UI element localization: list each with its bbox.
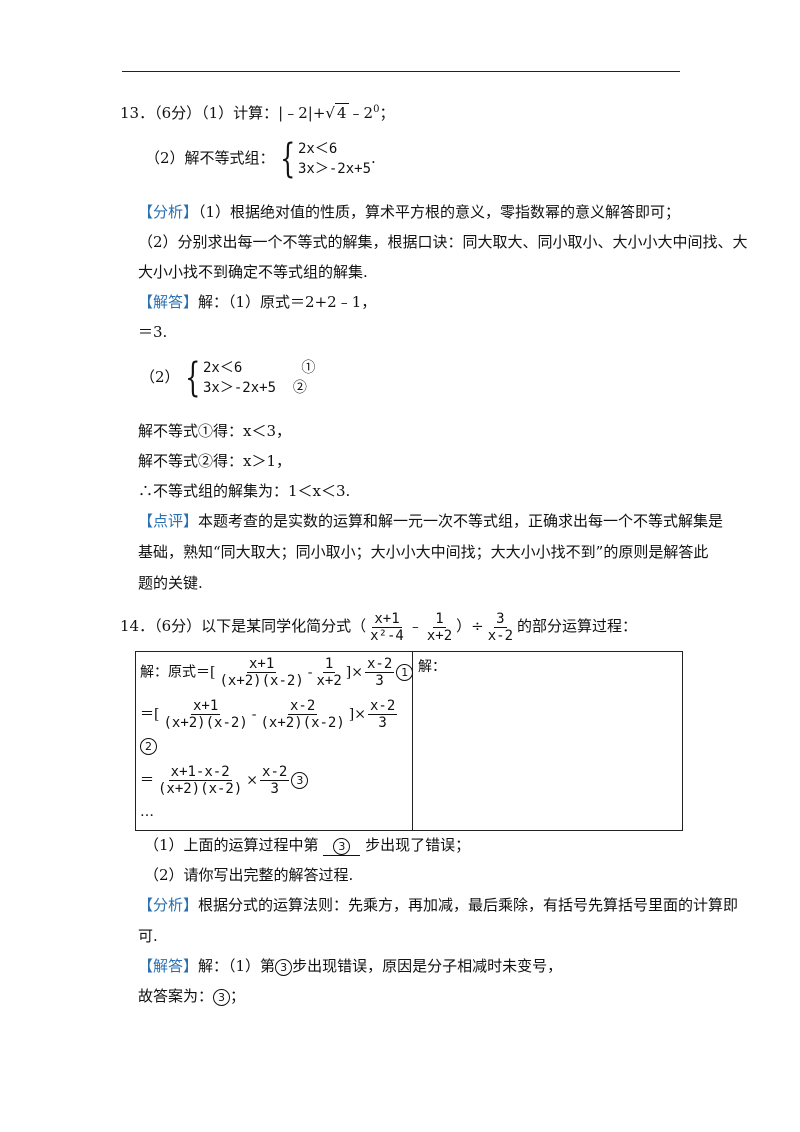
q14-part2: （2）请你写出完整的解答过程.	[144, 866, 354, 884]
q14-part1: （1）上面的运算过程中第 3 步出现了错误；	[144, 836, 471, 856]
header-rule	[122, 71, 680, 72]
q13-comment-line3: 题的关键.	[138, 574, 203, 592]
q13-sol3: ∴不等式组的解集为：1＜x＜3.	[138, 482, 351, 500]
q13-sol1: 解不等式①得：x＜3，	[138, 422, 292, 440]
box-dots: …	[140, 804, 154, 820]
box-right-cell: 解：	[418, 659, 446, 675]
q14-analysis: 【分析】根据分式的运算法则：先乘方，再加减，最后乘除，有括号先算括号里面的计算即	[138, 896, 739, 914]
q13-stem: 13．（6分）（1）计算：|﹣2|+√4﹣20；	[120, 103, 395, 122]
q13-comment-line2: 基础，熟知“同大取大；同小取小；大小小大中间找；大大小小找不到”的原则是解答此	[138, 543, 709, 561]
q13-analysis-line2: （2）分别求出每一个不等式的解集，根据口诀：同大取大、同小取小、大小小大中间找、…	[138, 233, 748, 251]
q14-answer-line2: 故答案为：3；	[138, 987, 246, 1006]
q14-analysis-line2: 可.	[138, 927, 158, 945]
q13-sol2: 解不等式②得：x＞1，	[138, 452, 292, 470]
q13-answer-line2: ＝3.	[138, 323, 168, 341]
q13-analysis: 【分析】（1）根据绝对值的性质，算术平方根的意义，零指数幂的意义解答即可；	[138, 203, 681, 221]
box-line2-marker: 2	[140, 738, 157, 755]
box-divider	[412, 652, 413, 830]
q13-analysis-line3: 大小小找不到确定不等式组的解集.	[138, 263, 368, 281]
q13-comment: 【点评】本题考查的是实数的运算和解一元一次不等式组，正确求出每一个不等式解集是	[138, 512, 724, 530]
q13-answer: 【解答】解：（1）原式＝2+2﹣1，	[138, 293, 377, 311]
